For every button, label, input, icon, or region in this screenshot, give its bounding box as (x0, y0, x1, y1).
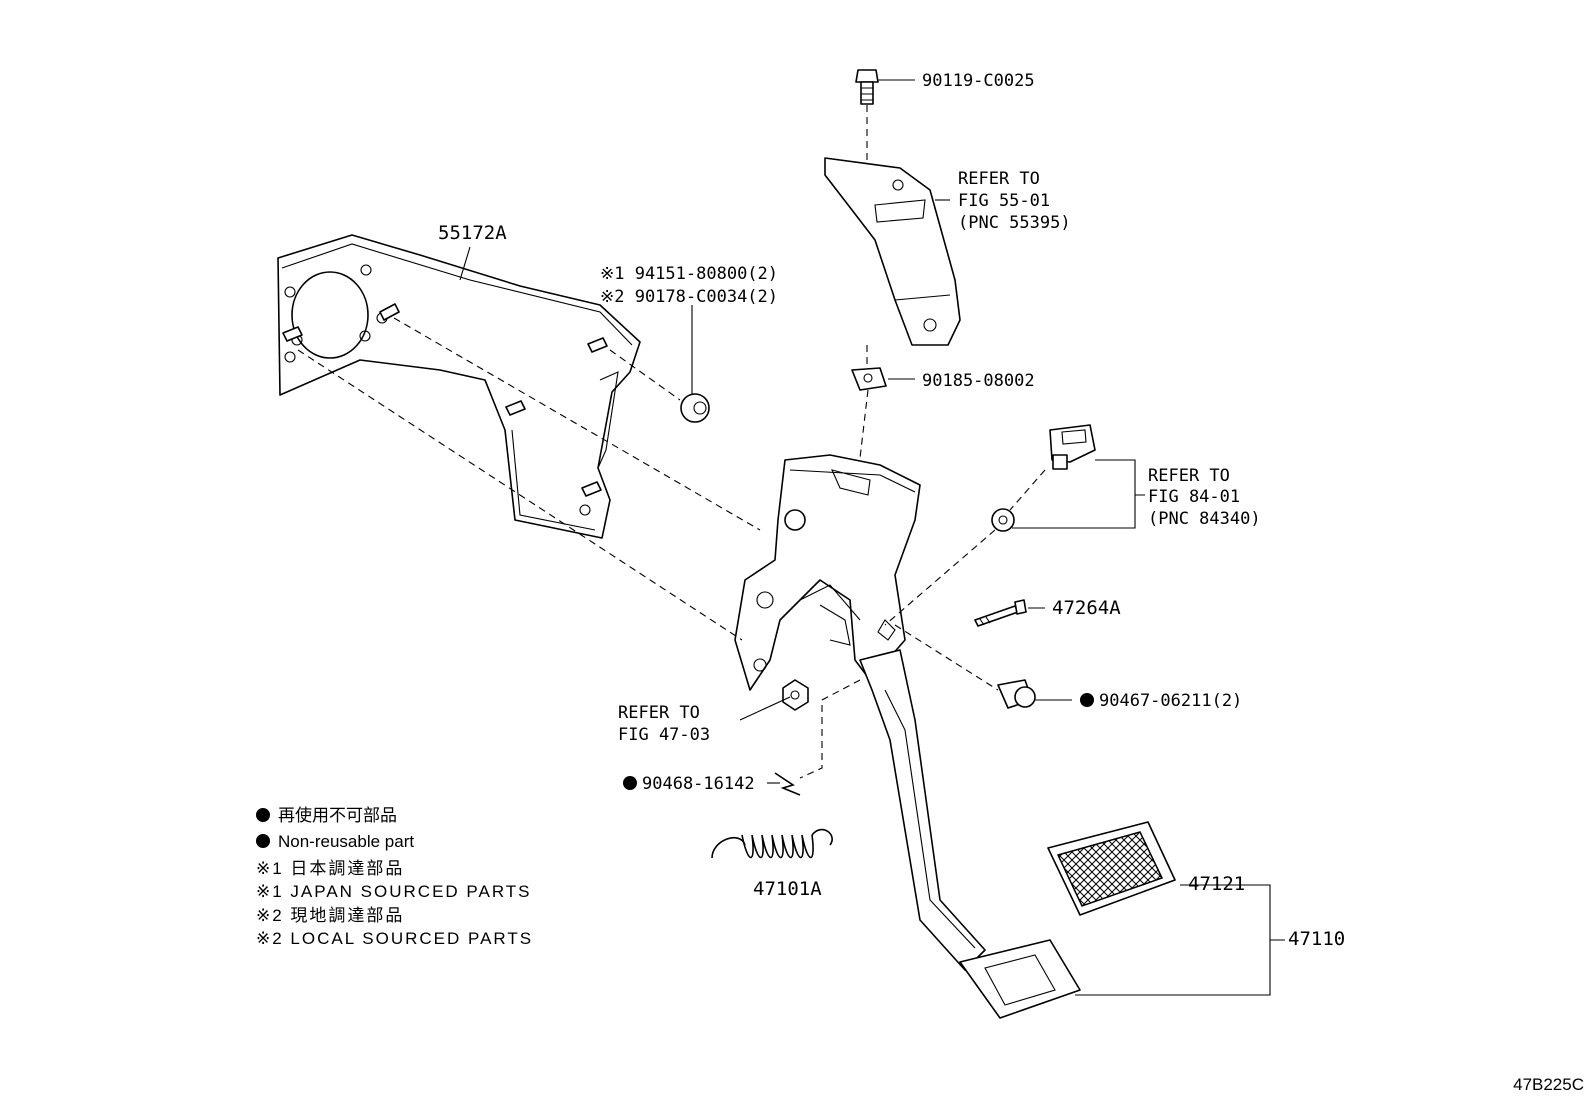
nut-94151-90178[interactable] (680, 393, 710, 423)
label-nut-refer-1: REFER TO (618, 703, 700, 723)
label-47264A: 47264A (1052, 597, 1121, 619)
nut-fig-47-03[interactable] (782, 679, 809, 711)
label-nut-refer-2: FIG 47-03 (618, 725, 710, 745)
non-reusable-marker-stopper (1080, 693, 1094, 707)
legend: 再使用不可部品 Non-reusable part ※1 日本調達部品 ※1 J… (256, 805, 533, 948)
label-bracket-refer-1: REFER TO (958, 169, 1040, 189)
return-spring-47101A[interactable] (711, 828, 833, 859)
legend-non-reusable-en: Non-reusable part (278, 832, 414, 851)
label-stopper-90467: 90467-06211(2) (1099, 691, 1242, 711)
clip-pin-90468-16142[interactable] (774, 772, 801, 796)
legend-japan-jp: ※1 日本調達部品 (256, 859, 404, 878)
label-switch-refer-2: FIG 84-01 (1148, 487, 1240, 507)
non-reusable-marker-pin (623, 776, 637, 790)
legend-local-en: ※2 LOCAL SOURCED PARTS (256, 929, 533, 948)
stopper-90467-06211[interactable] (997, 679, 1036, 709)
explode-lines (297, 105, 1046, 779)
legend-bullet-jp (256, 808, 270, 822)
legend-japan-en: ※1 JAPAN SOURCED PARTS (256, 882, 532, 901)
pedal-pad-47121[interactable] (1047, 821, 1176, 916)
upper-bracket-fig-55-01[interactable] (824, 157, 961, 346)
brake-pedal-arm-47110[interactable] (859, 649, 1081, 1019)
bolt-90119-C0025[interactable] (855, 69, 879, 105)
label-55172A: 55172A (438, 222, 507, 244)
legend-bullet-en (256, 834, 270, 848)
legend-local-jp: ※2 現地調達部品 (256, 906, 404, 925)
label-switch-refer-3: (PNC 84340) (1148, 509, 1261, 529)
label-pin-90468: 90468-16142 (642, 774, 755, 794)
label-bracket-refer-3: (PNC 55395) (958, 213, 1071, 233)
stop-lamp-switch-fig-84-01[interactable] (1049, 424, 1096, 470)
label-47121: 47121 (1188, 873, 1245, 895)
label-47110: 47110 (1288, 928, 1345, 950)
leader-lines (459, 79, 1285, 996)
switch-nut[interactable] (991, 508, 1015, 532)
pedal-support-housing[interactable] (734, 454, 921, 691)
label-clip-90185: 90185-08002 (922, 371, 1035, 391)
label-47101A: 47101A (753, 878, 822, 900)
support-bracket-55172A[interactable] (277, 234, 641, 539)
figure-code: 47B225C (1513, 1075, 1584, 1094)
label-switch-refer-1: REFER TO (1148, 466, 1230, 486)
legend-non-reusable-jp: 再使用不可部品 (278, 805, 397, 825)
label-bolt-90119: 90119-C0025 (922, 71, 1035, 91)
label-bracket-refer-2: FIG 55-01 (958, 191, 1050, 211)
clip-90185-08002[interactable] (851, 367, 887, 391)
label-nut-option-2: ※2 90178-C0034(2) (600, 287, 778, 307)
pedal-shaft-47264A[interactable] (974, 599, 1027, 627)
label-nut-option-1: ※1 94151-80800(2) (600, 264, 778, 284)
